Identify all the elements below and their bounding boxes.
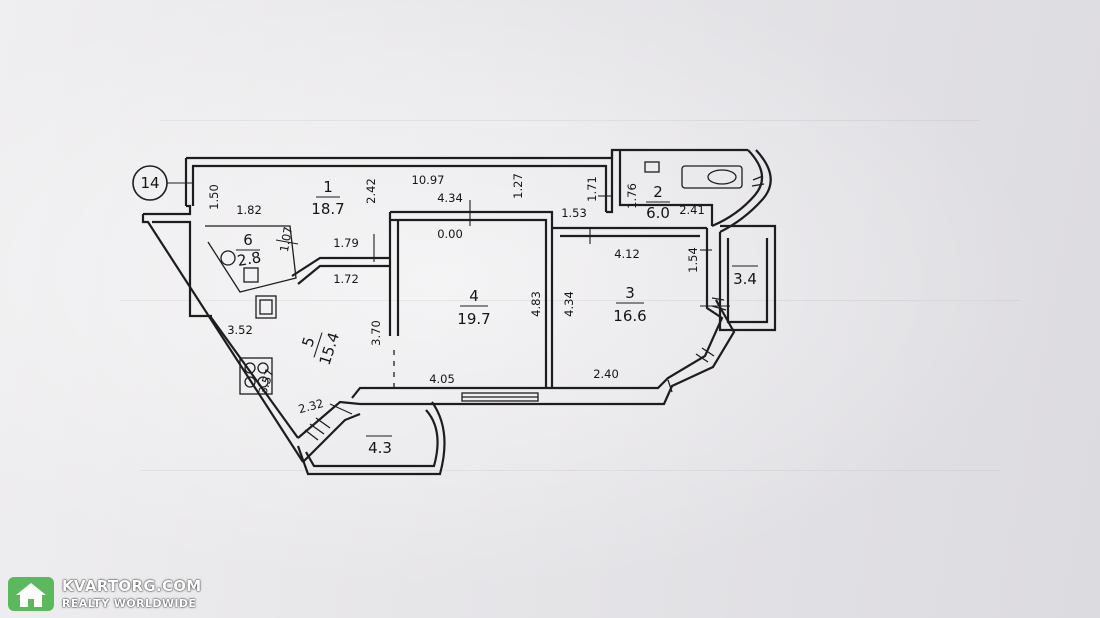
- svg-text:16.6: 16.6: [613, 307, 646, 325]
- paper-bleed-line: [140, 470, 1000, 471]
- svg-text:15.4: 15.4: [316, 330, 343, 367]
- section-marker: 14: [132, 165, 194, 201]
- inner-walls: [205, 160, 765, 441]
- paper-bleed-line: [160, 120, 980, 121]
- svg-text:3: 3: [625, 284, 635, 302]
- svg-text:1: 1: [323, 178, 333, 196]
- balcony-right-label: 3.4: [732, 265, 758, 288]
- dim-1-53: 1.53: [561, 206, 587, 220]
- dim-1-72: 1.72: [333, 272, 359, 286]
- svg-text:6.0: 6.0: [646, 204, 670, 222]
- room-5-label: 5 15.4: [298, 330, 343, 367]
- room-1-label: 1 18.7: [311, 178, 344, 218]
- dim-1-76: 1.76: [625, 183, 639, 209]
- dim-1-07: 1.07: [277, 225, 295, 253]
- dim-2-40: 2.40: [593, 367, 619, 381]
- dim-4-83: 4.83: [529, 291, 543, 317]
- dim-1-54: 1.54: [686, 247, 700, 273]
- svg-text:5: 5: [298, 335, 318, 350]
- dimension-labels: 10.97 1.50 1.82 2.42 4.34 1.27 1.71 1.76…: [207, 173, 705, 416]
- outer-walls: [141, 148, 777, 476]
- svg-text:2: 2: [653, 183, 663, 201]
- svg-text:4.3: 4.3: [368, 439, 392, 457]
- kvartorg-logo: [8, 577, 54, 611]
- section-number: 14: [140, 174, 159, 192]
- dim-3-52: 3.52: [227, 323, 253, 337]
- dim-2-42: 2.42: [364, 178, 378, 204]
- svg-text:19.7: 19.7: [457, 310, 490, 328]
- dim-2-41: 2.41: [679, 203, 705, 217]
- dim-4-34-top: 4.34: [437, 191, 463, 205]
- dim-4-12: 4.12: [614, 247, 640, 261]
- watermark-brand: KVARTORG.COM: [62, 577, 202, 595]
- dim-1-27: 1.27: [511, 173, 525, 199]
- dim-10-97: 10.97: [412, 173, 445, 187]
- dim-1-79: 1.79: [333, 236, 359, 250]
- room-labels: 1 18.7 2 6.0 3 16.6 4 19.7 5 15.4 6 2.8: [236, 178, 758, 457]
- svg-text:2.8: 2.8: [236, 248, 263, 270]
- svg-text:4: 4: [469, 287, 479, 305]
- room-4-label: 4 19.7: [457, 287, 490, 328]
- dimension-lines: [275, 195, 730, 415]
- dim-1-71: 1.71: [585, 176, 599, 202]
- room-2-label: 2 6.0: [646, 183, 670, 222]
- room-3-label: 3 16.6: [613, 284, 646, 325]
- balcony-bottom-label: 4.3: [366, 435, 392, 457]
- dim-0-00: 0.00: [437, 227, 463, 241]
- dim-1-82: 1.82: [236, 203, 262, 217]
- dim-4-34-right: 4.34: [562, 291, 576, 317]
- paper-bleed-line: [120, 300, 1020, 301]
- svg-text:6: 6: [243, 231, 253, 249]
- svg-text:3.4: 3.4: [733, 270, 757, 288]
- dim-2-32: 2.32: [297, 396, 325, 416]
- dim-4-05: 4.05: [429, 372, 455, 386]
- dim-1-50: 1.50: [207, 184, 221, 210]
- watermark-tagline: REALTY WORLDWIDE: [62, 597, 197, 610]
- svg-text:18.7: 18.7: [311, 200, 344, 218]
- room-6-label: 6 2.8: [236, 231, 263, 270]
- dim-3-70: 3.70: [369, 320, 383, 346]
